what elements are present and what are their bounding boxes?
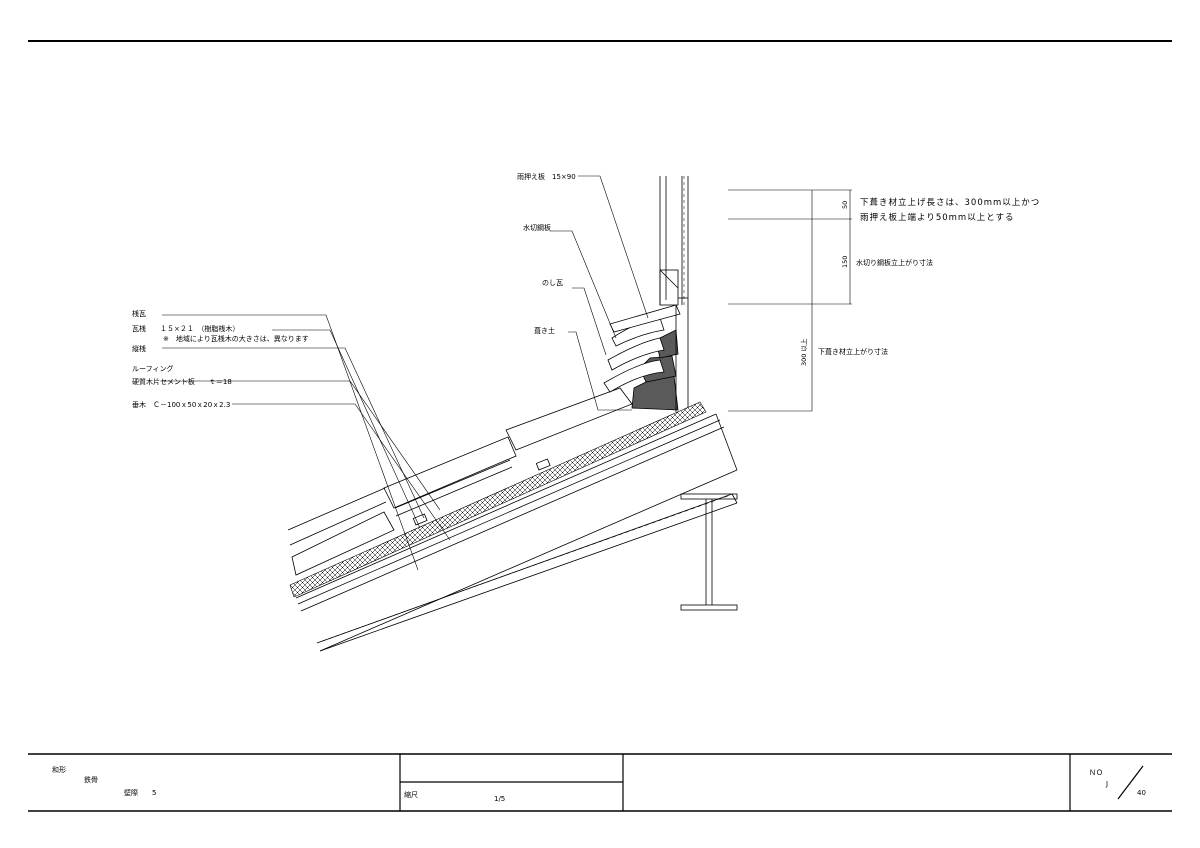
- roofing-hatch: [289, 401, 707, 598]
- title-style: 和形: [52, 765, 66, 774]
- label-fukitsuchi: 葺き土: [534, 326, 555, 335]
- note-mizukiri-dimension: 水切り鋼板立上がり寸法: [856, 258, 933, 267]
- dimension-300: 300 以上: [799, 338, 808, 366]
- label-sangawara: 桟瓦: [132, 309, 146, 318]
- roof-tiles: [287, 387, 633, 576]
- note-line-1: 下葺き材立上げ長さは、300mm以上かつ: [860, 197, 1040, 208]
- noshi-gawara-stack: [603, 304, 681, 412]
- label-roofing: ルーフィング: [132, 364, 173, 373]
- label-amaoshi-board: 雨押え板 15×90: [517, 172, 576, 181]
- wall-section: [659, 176, 689, 408]
- steel-h-beam: [680, 493, 738, 611]
- title-block-lines: [28, 753, 1172, 812]
- label-tatezan: 縦桟: [132, 344, 146, 353]
- leader-lines: [162, 175, 649, 571]
- dimension-150: 150: [841, 256, 849, 268]
- label-mizukiri-steel: 水切鋼板: [523, 223, 551, 232]
- label-taruki: 垂木 Ｃ－100ｘ50ｘ20ｘ2.3: [132, 400, 230, 409]
- label-cement-board: 硬質木片セメント板 ｔ＝18: [132, 377, 232, 386]
- roof-layers: [295, 413, 738, 652]
- scale-value: 1/5: [494, 795, 505, 803]
- scale-label: 縮尺: [404, 790, 418, 799]
- label-noshi-gawara: のし瓦: [542, 279, 563, 287]
- label-kawarazan-note: ※ 地域により瓦桟木の大きさは、異なります: [163, 334, 309, 343]
- title-structure: 鉄骨: [84, 775, 98, 784]
- dimension-lines: [728, 189, 852, 412]
- note-shitabuki-dimension: 下葺き材立上がり寸法: [818, 347, 888, 356]
- drawing-no-label: ＮＯ: [1089, 769, 1103, 777]
- drawing-total: 40: [1137, 789, 1146, 797]
- title-wall-label: 壁際: [124, 788, 138, 797]
- label-kawarazan: 瓦桟 １５×２１ （樹脂桟木）: [132, 324, 239, 333]
- note-line-2: 雨押え板上端より50mm以上とする: [860, 212, 1014, 223]
- drawing-no-letter: J: [1105, 780, 1108, 788]
- title-wall-number: 5: [152, 789, 156, 797]
- dimension-50: 50: [841, 201, 849, 209]
